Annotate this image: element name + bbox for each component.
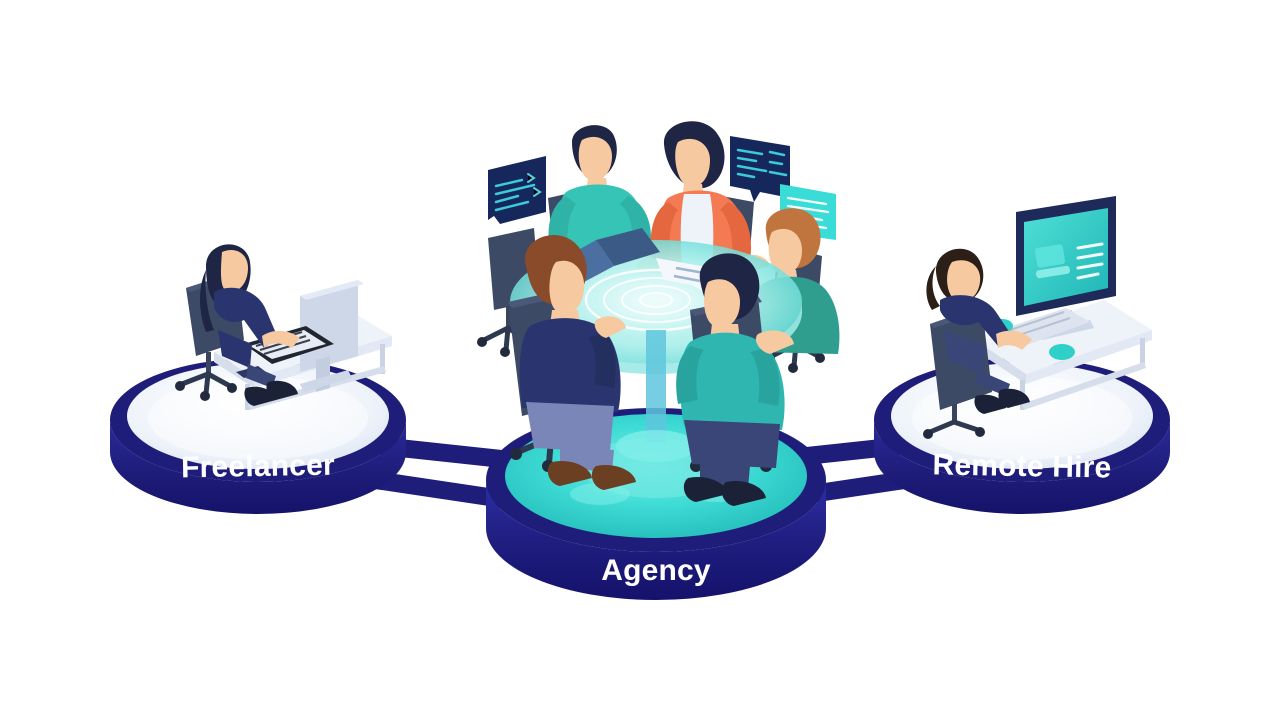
remote-hire-workstation — [923, 196, 1152, 439]
connector-freelancer-to-agency — [368, 436, 520, 510]
platform-agency[interactable] — [477, 121, 840, 600]
chat-panel-top-right — [730, 136, 790, 202]
freelancer-workstation — [175, 244, 392, 410]
code-panel-left — [488, 156, 546, 224]
platform-remote-hire[interactable] — [874, 196, 1170, 514]
platform-freelancer[interactable] — [110, 244, 406, 514]
agency-person-cyan-front — [676, 253, 794, 506]
agency-person-navy-left — [519, 235, 636, 490]
